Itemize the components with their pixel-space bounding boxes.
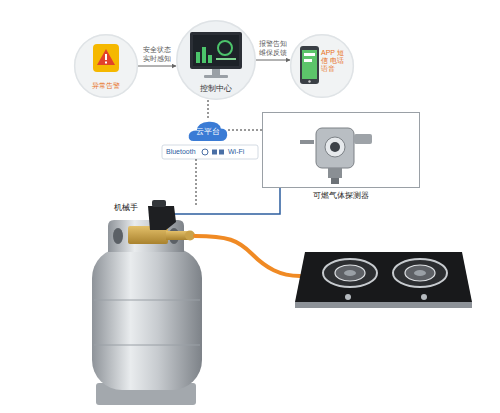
alarm-icon xyxy=(74,34,138,98)
gas-cylinder xyxy=(92,220,202,405)
node-text: 可燃气体探测器 xyxy=(263,191,419,200)
node-text: APP 短信 电话 语音 xyxy=(321,49,347,73)
edge-label: 报警告知 维保反馈 xyxy=(258,40,288,57)
connector xyxy=(256,60,290,61)
cloud-platform: 云平台 xyxy=(188,118,228,142)
signal-wire xyxy=(172,188,280,214)
protocol-label: Wi-Fi xyxy=(228,148,244,156)
connector xyxy=(228,130,262,131)
node-text: 控制中心 xyxy=(200,84,232,93)
node-text: 云平台 xyxy=(196,127,220,136)
gas-stove xyxy=(295,252,472,308)
mechanical-hand xyxy=(148,200,176,230)
control-center-circle: 控制中心 xyxy=(176,20,256,100)
connector xyxy=(208,100,209,118)
phone-icon xyxy=(290,34,354,98)
protocol-bar xyxy=(162,145,258,159)
detector-box: 可燃气体探测器 xyxy=(262,112,420,188)
app-circle: APP 短信 电话 语音 xyxy=(290,34,354,98)
node-text: 异常告警 xyxy=(92,82,120,90)
protocol-label: Bluetooth xyxy=(166,148,196,156)
alarm-circle: 异常告警 xyxy=(74,34,138,98)
dotted-link xyxy=(196,159,197,206)
monitor-icon xyxy=(176,20,256,100)
edge-label: 安全状态 实时感知 xyxy=(142,46,172,63)
gas-detector xyxy=(300,128,372,184)
gas-hose xyxy=(195,236,300,276)
connector xyxy=(138,66,176,67)
part-label: 机械手 xyxy=(114,203,138,212)
